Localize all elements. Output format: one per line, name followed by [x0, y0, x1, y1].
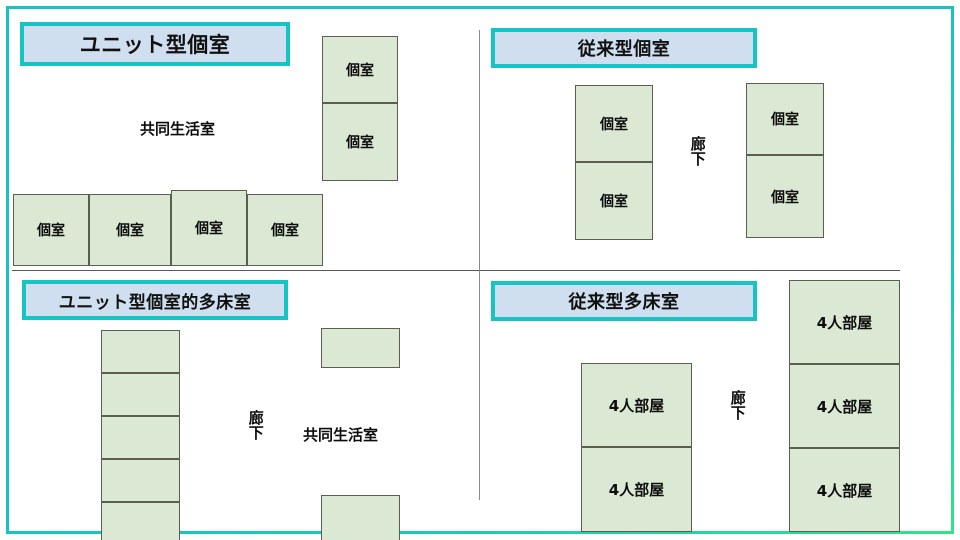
room-label: 4人部屋 [816, 397, 873, 416]
room-label: 個室 [771, 189, 799, 206]
room-label: 個室 [37, 223, 65, 239]
room-box [321, 328, 400, 368]
frame-accent-bottom [6, 531, 954, 534]
divider-horizontal [12, 270, 900, 271]
room-label: 個室 [600, 116, 628, 133]
divider-vertical [479, 30, 480, 500]
room-box: 個室 [171, 190, 247, 266]
room-label: 4人部屋 [816, 313, 873, 332]
frame-accent-right [951, 6, 954, 534]
room-label: 4人部屋 [816, 481, 873, 500]
room-box [101, 330, 180, 373]
label-corridor-bottom-left: 廊下 [246, 410, 265, 440]
section-title-text: ユニット型個室 [79, 33, 231, 57]
room-box: 個室 [746, 83, 824, 155]
room-box [101, 373, 180, 416]
room-label: 個室 [271, 223, 299, 239]
room-box: 個室 [575, 85, 653, 162]
label-common-living-room-bottom-left: 共同生活室 [303, 426, 379, 444]
room-box [101, 502, 180, 540]
label-corridor-bottom-right: 廊下 [728, 390, 747, 420]
room-box: 4人部屋 [789, 280, 900, 364]
room-label: 個室 [346, 62, 374, 79]
room-box: 4人部屋 [789, 364, 900, 448]
section-title-unit-private-room: ユニット型個室 [20, 22, 290, 66]
room-label: 個室 [116, 223, 144, 239]
room-box: 4人部屋 [581, 447, 692, 532]
room-label: 個室 [346, 135, 374, 151]
room-box [101, 459, 180, 502]
room-box: 個室 [322, 36, 398, 103]
room-label: 4人部屋 [608, 396, 665, 415]
room-label: 個室 [771, 112, 799, 128]
section-title-conventional-private-room: 従来型個室 [491, 28, 757, 68]
room-label: 4人部屋 [608, 481, 665, 499]
room-box [101, 416, 180, 459]
section-title-conventional-multibed-room: 従来型多床室 [491, 281, 757, 321]
room-box: 個室 [89, 194, 171, 266]
room-label: 個室 [195, 221, 223, 237]
section-title-text: 従来型個室 [577, 39, 671, 60]
section-title-text: 従来型多床室 [568, 292, 680, 313]
room-box [321, 495, 400, 540]
room-box: 4人部屋 [581, 363, 692, 447]
room-box: 個室 [575, 162, 653, 240]
section-title-text: ユニット型個室的多床室 [58, 292, 252, 313]
room-box: 4人部屋 [789, 448, 900, 532]
section-title-unit-multibed-room: ユニット型個室的多床室 [22, 280, 288, 320]
room-box: 個室 [322, 103, 398, 181]
room-box: 個室 [247, 194, 323, 266]
room-label: 個室 [600, 194, 628, 210]
room-box: 個室 [746, 155, 824, 238]
label-common-living-room-top-left: 共同生活室 [140, 120, 216, 138]
label-corridor-top-right: 廊下 [688, 136, 707, 166]
room-box: 個室 [13, 194, 89, 266]
